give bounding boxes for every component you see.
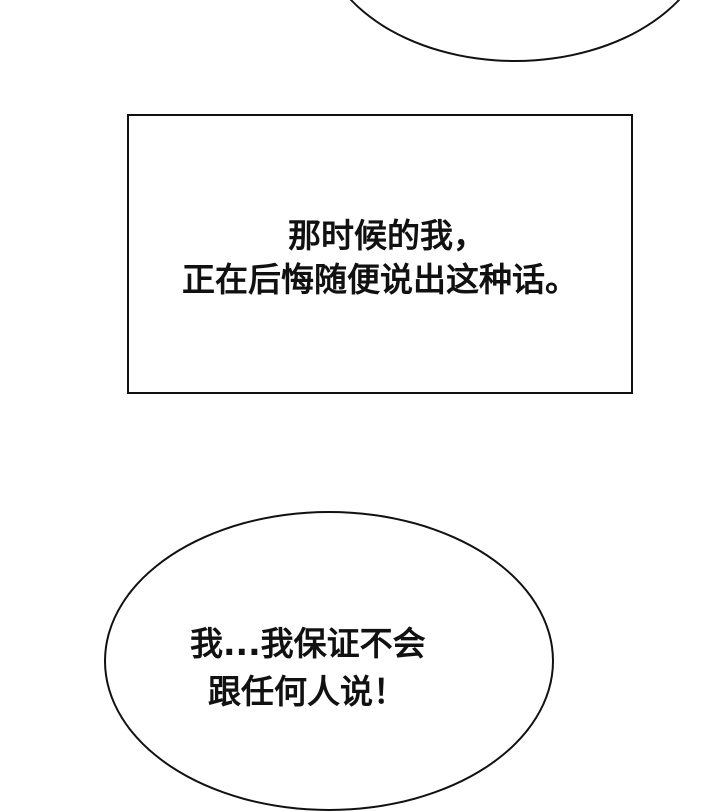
speech-line-2: 跟任何人说！	[208, 672, 406, 711]
narration-text: 那时候的我， 正在后悔随便说出这种话。	[129, 214, 631, 302]
speech-bubble-text: 我...我保证不会 跟任何人说！	[190, 620, 426, 716]
speech-bubble-top-partial	[318, 0, 712, 62]
speech-line-1: 我...我保证不会	[190, 624, 426, 663]
narration-line-1: 那时候的我，	[288, 216, 486, 255]
narration-box: 那时候的我， 正在后悔随便说出这种话。	[127, 114, 633, 394]
narration-line-2: 正在后悔随便说出这种话。	[182, 260, 578, 299]
